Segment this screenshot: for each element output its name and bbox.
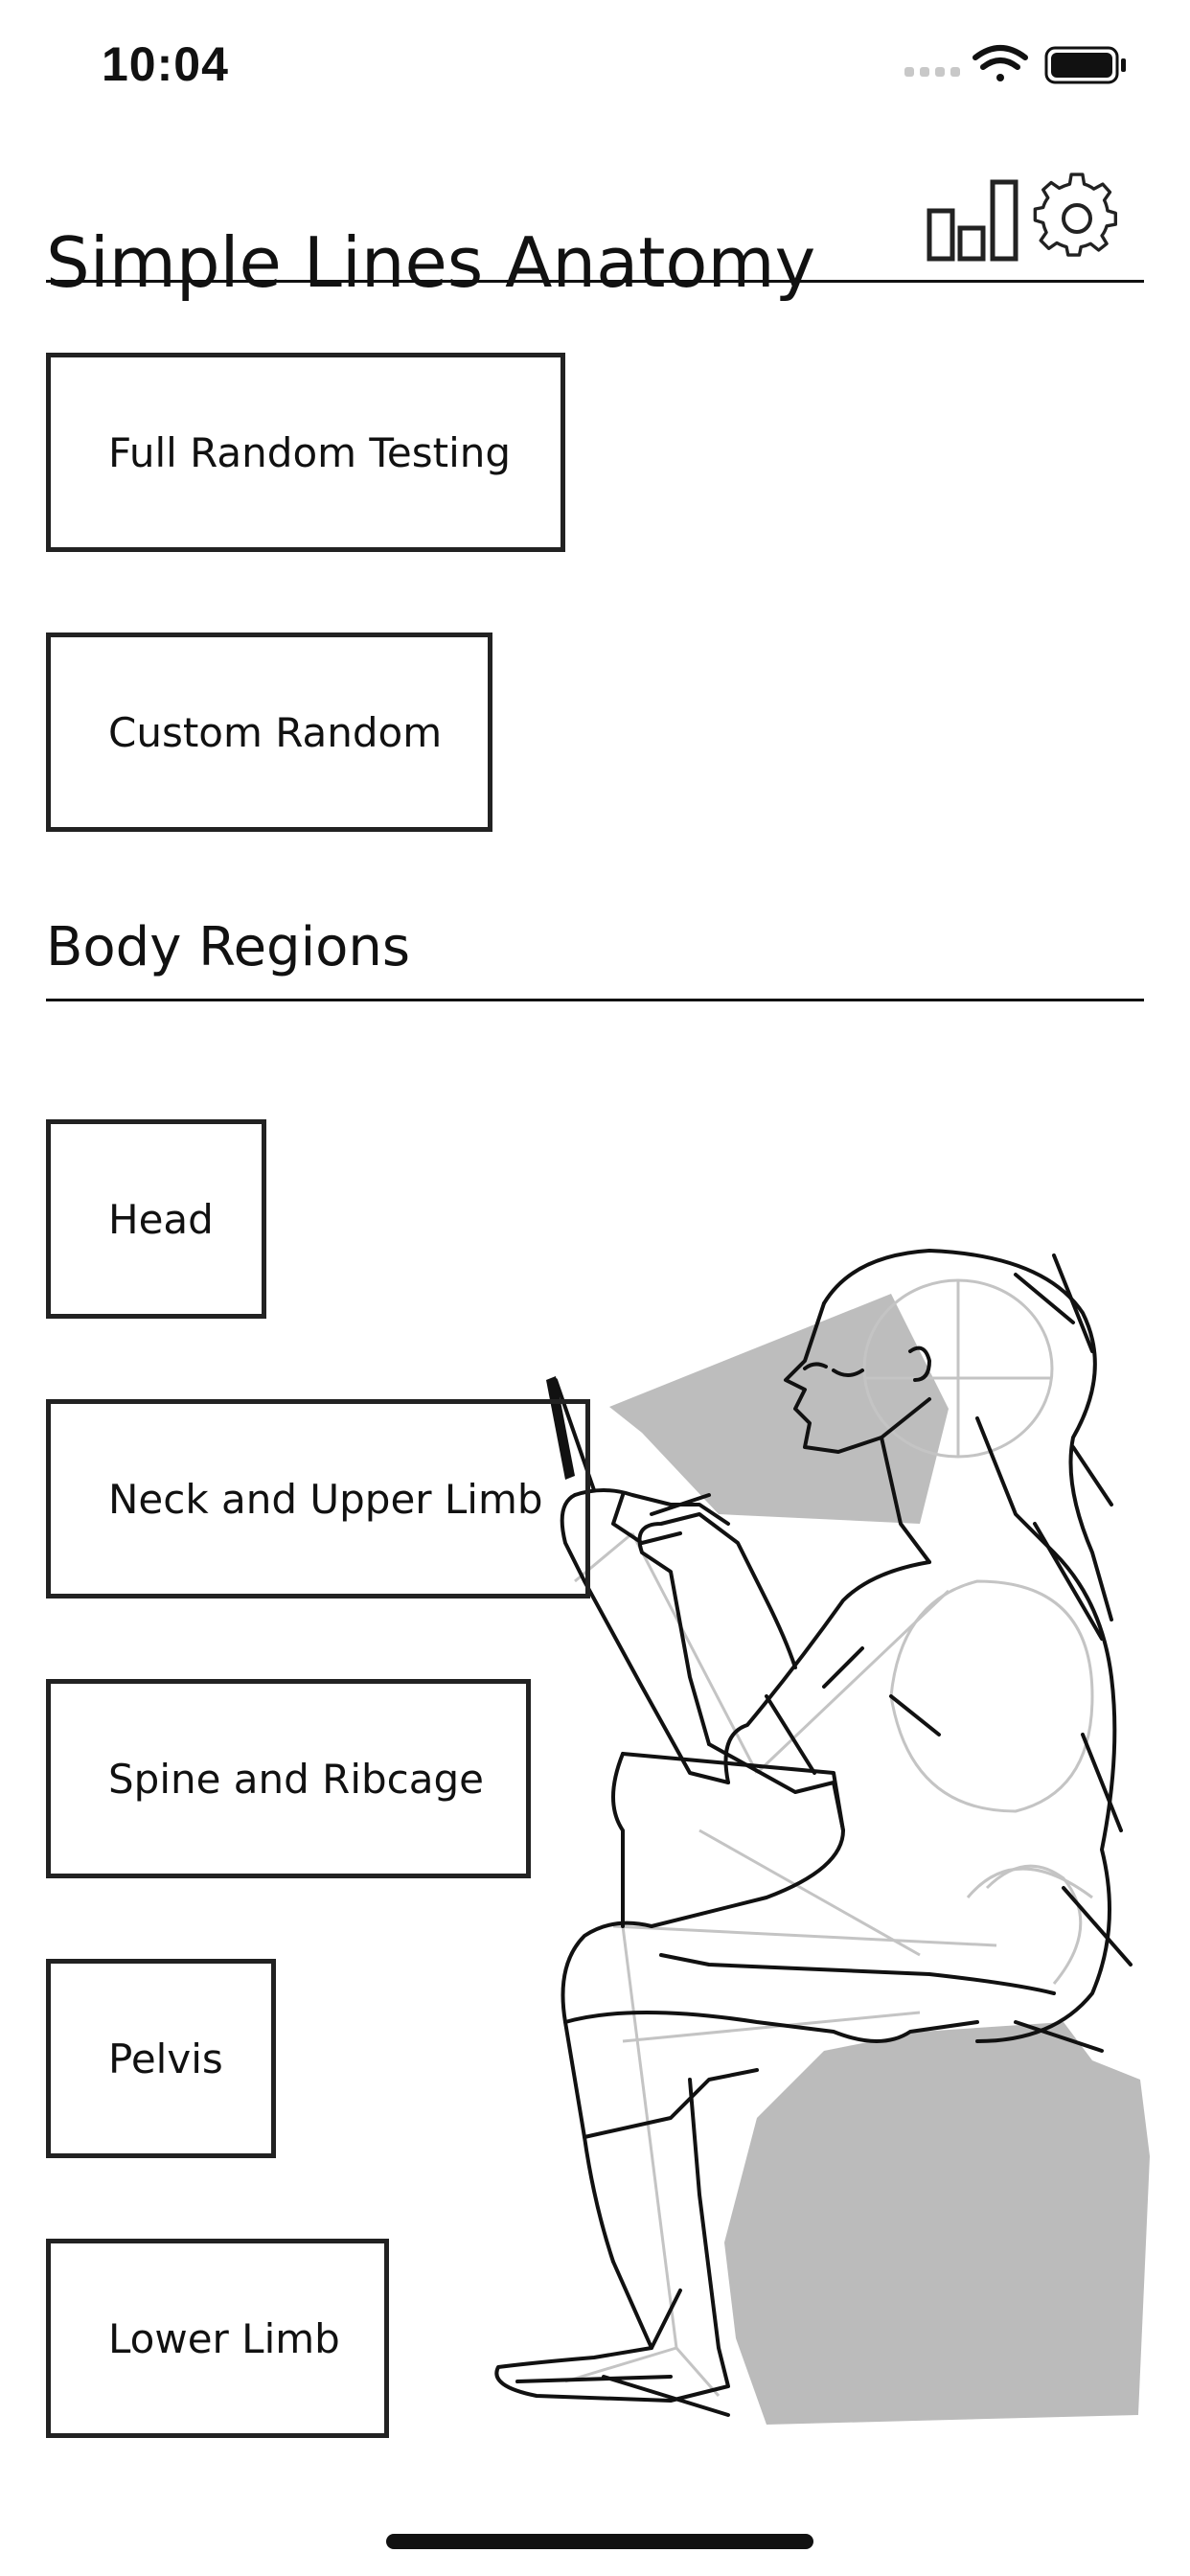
wifi-icon bbox=[973, 45, 1028, 81]
signal-icon bbox=[904, 67, 960, 77]
custom-random-button[interactable]: Custom Random bbox=[46, 632, 492, 832]
skeleton-guides bbox=[564, 1278, 1094, 2397]
gear-icon bbox=[1033, 172, 1118, 257]
light-cone bbox=[609, 1294, 949, 1524]
region-button-pelvis[interactable]: Pelvis bbox=[46, 1959, 276, 2158]
region-button-neck-upper-limb[interactable]: Neck and Upper Limb bbox=[46, 1399, 590, 1598]
app-title: Simple Lines Anatomy bbox=[46, 222, 816, 304]
battery-icon bbox=[1044, 46, 1126, 84]
region-button-lower-limb[interactable]: Lower Limb bbox=[46, 2239, 389, 2438]
status-bar: 10:04 bbox=[0, 0, 1190, 134]
full-random-testing-button[interactable]: Full Random Testing bbox=[46, 353, 565, 552]
home-indicator[interactable] bbox=[386, 2534, 813, 2549]
status-icons bbox=[904, 45, 1126, 84]
bar-chart-icon bbox=[927, 179, 1018, 262]
status-time: 10:04 bbox=[102, 37, 229, 91]
body-regions-header: Body Regions bbox=[46, 905, 1144, 1001]
settings-button[interactable] bbox=[1029, 172, 1125, 264]
statistics-button[interactable] bbox=[926, 172, 1021, 264]
region-button-head[interactable]: Head bbox=[46, 1119, 266, 1319]
body-regions-title: Body Regions bbox=[46, 916, 411, 978]
rock-seat bbox=[724, 2022, 1150, 2425]
figure-contour bbox=[494, 1249, 1133, 2417]
app-header: Simple Lines Anatomy bbox=[46, 172, 1144, 303]
region-button-spine-ribcage[interactable]: Spine and Ribcage bbox=[46, 1679, 531, 1878]
seated-figure-illustration bbox=[494, 1249, 1150, 2425]
